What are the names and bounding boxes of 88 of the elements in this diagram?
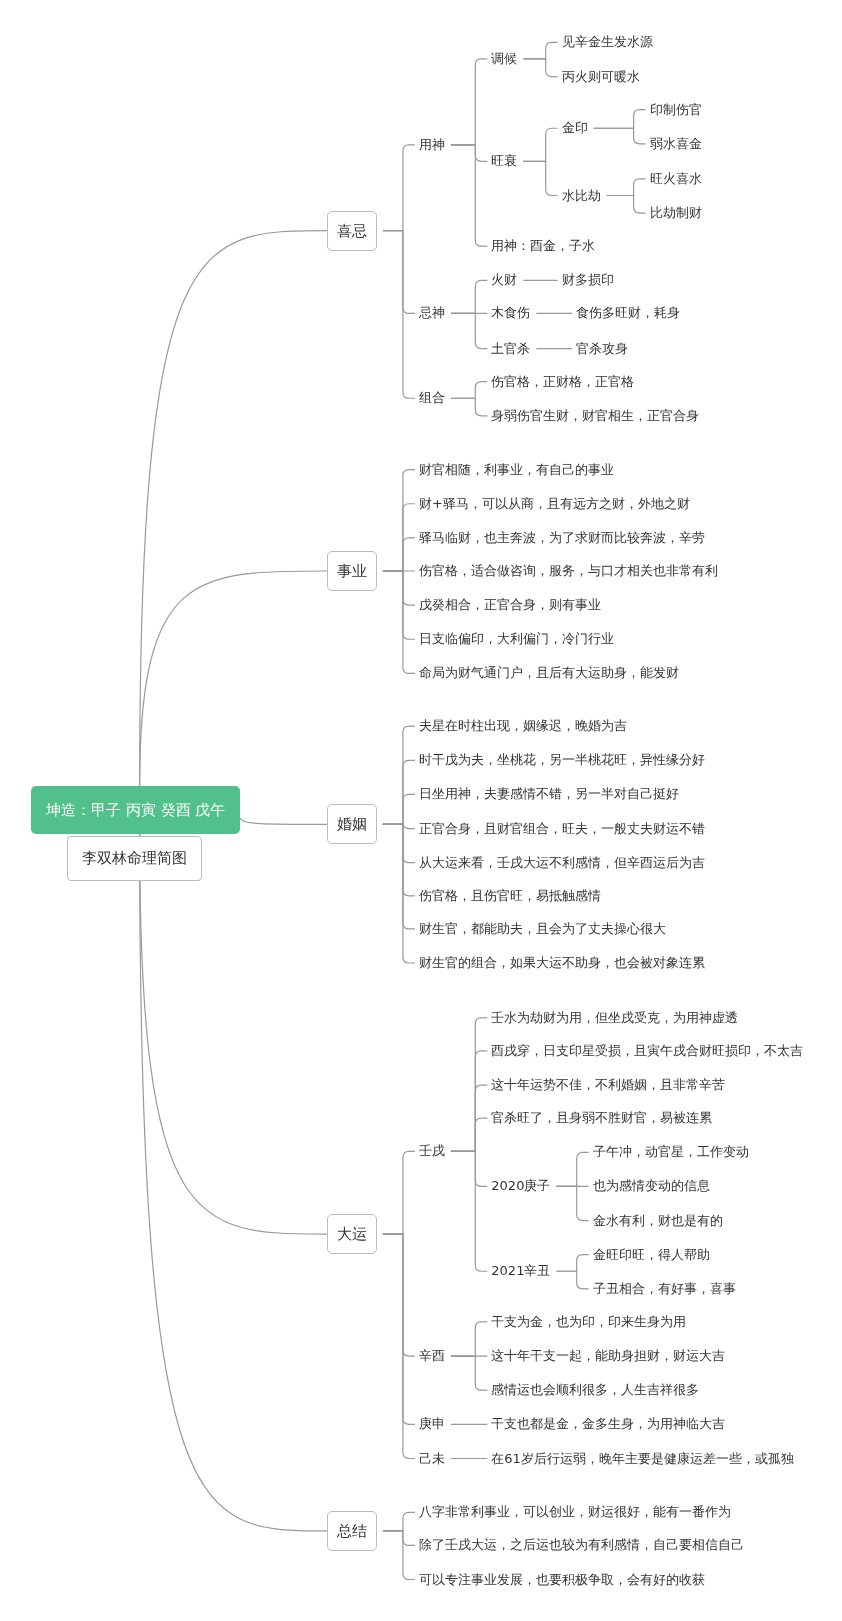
subtopic-text: 2021辛丑 [491, 1262, 551, 1281]
subtopic-text: 正官合身，且财官组合，旺夫，一般丈夫财运不错 [418, 819, 705, 838]
connector-line [522, 58, 559, 78]
subtopic-text: 感情运也会顺利很多，人生吉祥很多 [491, 1381, 700, 1400]
subtopic-text: 日支临偏印，大利偏门，冷门行业 [418, 630, 614, 649]
subtopic-text: 己未 [418, 1449, 445, 1468]
subtopic-text: 子丑相合，有好事，喜事 [592, 1279, 736, 1298]
subtopic-text: 食伤多旺财，耗身 [576, 304, 681, 323]
subtopic-text: 干支为金，也为印，印来生身为用 [491, 1312, 687, 1331]
subtopic-text: 比劫制财 [649, 204, 702, 223]
topic-box: 事业 [326, 551, 377, 591]
subtopic-text: 用神：酉金，子水 [491, 237, 596, 256]
connector-line [606, 194, 647, 214]
subtopic-text: 丙火则可暖水 [561, 67, 640, 86]
topic-box: 大运 [326, 1214, 377, 1255]
subtopic-text: 从大运来看，壬戌大运不利感情，但辛酉运后为吉 [418, 853, 705, 872]
subtopic-text: 子午冲，动官星，工作变动 [592, 1143, 749, 1162]
connector-line [382, 1530, 416, 1581]
subtopic-text: 日坐用神，夫妻感情不错，另一半对自己挺好 [418, 785, 679, 804]
subtopic-text: 2020庚子 [491, 1177, 551, 1196]
subtopic-text: 这十年干支一起，能助身担财，财运大吉 [491, 1347, 726, 1366]
connector-line [522, 279, 559, 281]
subtopic-text: 官杀旺了，且身弱不胜财官，易被连累 [491, 1109, 713, 1128]
subtopic-text: 伤官格，且伤官旺，易抵触感情 [418, 886, 601, 905]
connector-line [139, 833, 328, 1532]
subtopic-text: 见辛金生发水源 [561, 33, 653, 52]
subtopic-text: 干支也都是金，金多生身，为用神临大吉 [491, 1415, 726, 1434]
subtopic-text: 组合 [418, 389, 445, 408]
subtopic-text: 水比劫 [561, 186, 601, 205]
subtopic-text: 庚申 [418, 1415, 445, 1434]
subtopic-text: 旺衰 [491, 152, 518, 171]
title-box: 李双林命理简图 [67, 835, 203, 881]
subtopic-text: 金水有利，财也是有的 [592, 1211, 723, 1230]
subtopic-text: 伤官格，正财格，正官格 [491, 372, 635, 391]
subtopic-text: 辛酉 [418, 1347, 445, 1366]
connector-line [382, 570, 416, 674]
connector-line [450, 144, 488, 247]
connector-line [450, 1355, 488, 1391]
connector-line [555, 1270, 590, 1290]
subtopic-text: 戊癸相合，正官合身，则有事业 [418, 596, 601, 615]
subtopic-text: 财生官，都能助夫，且会为了丈夫操心很大 [418, 919, 666, 938]
connector-line [593, 127, 647, 145]
subtopic-text: 除了壬戌大运，之后运也较为有利感情，自己要相信自己 [418, 1536, 744, 1555]
subtopic-text: 也为感情变动的信息 [592, 1177, 710, 1196]
subtopic-text: 金印 [561, 119, 588, 138]
connector-line [535, 312, 573, 315]
subtopic-text: 壬水为劫财为用，但坐戌受克，为用神虚透 [491, 1008, 739, 1027]
subtopic-text: 木食伤 [491, 304, 531, 323]
subtopic-text: 八字非常利事业，可以创业，财运很好，能有一番作为 [418, 1503, 731, 1522]
connector-line [450, 397, 488, 417]
subtopic-text: 身弱伤官生财，财官相生，正官合身 [491, 406, 700, 425]
subtopic-text: 财多损印 [561, 271, 614, 290]
connector-line [450, 1423, 488, 1425]
subtopic-text: 用神 [418, 135, 445, 154]
connector-line [382, 1233, 416, 1460]
subtopic-text: 忌神 [418, 304, 445, 323]
subtopic-text: 伤官格，适合做咨询，服务，与口才相关也非常有利 [418, 562, 718, 580]
subtopic-text: 驿马临财，也主奔波，为了求财而比较奔波，辛劳 [418, 528, 705, 547]
subtopic-text: 财生官的组合，如果大运不助身，也会被对象连累 [418, 954, 705, 972]
root-topic-box: 坤造：甲子 丙寅 癸酉 戊午 [31, 785, 241, 834]
subtopic-text: 印制伤官 [649, 100, 702, 119]
subtopic-text: 旺火喜水 [649, 169, 702, 188]
subtopic-text: 金旺印旺，得人帮助 [592, 1245, 710, 1264]
connector-line [555, 1185, 590, 1222]
topic-box: 喜忌 [326, 210, 377, 251]
connector-line [450, 312, 488, 350]
topic-box: 总结 [326, 1510, 377, 1551]
subtopic-text: 酉戌穿，日支印星受损，且寅午戌合财旺损印，不太吉 [491, 1041, 804, 1060]
subtopic-text: 这十年运势不佳，不利婚姻，且非常辛苦 [491, 1076, 726, 1095]
subtopic-text: 时干戊为夫，坐桃花，另一半桃花旺，异性缘分好 [418, 751, 705, 770]
subtopic-text: 土官杀 [491, 339, 531, 358]
subtopic-text: 在61岁后行运弱，晚年主要是健康运差一些，或孤独 [491, 1449, 794, 1468]
subtopic-text: 可以专注事业发展，也要积极争取，会有好的收获 [418, 1570, 705, 1589]
subtopic-text: 命局为财气通门户，且后有大运助身，能发财 [418, 664, 679, 683]
subtopic-text: 弱水喜金 [649, 134, 702, 153]
topic-box: 婚姻 [326, 804, 377, 845]
connector-line [239, 817, 328, 825]
subtopic-text: 壬戌 [418, 1142, 445, 1161]
subtopic-text: 官杀攻身 [576, 339, 629, 358]
subtopic-text: 财官相随，利事业，有自己的事业 [418, 460, 614, 479]
connector-line [535, 347, 573, 350]
connector-line [382, 823, 416, 964]
connector-line [450, 1457, 488, 1460]
subtopic-text: 调候 [491, 49, 518, 68]
connector-line [139, 570, 328, 787]
subtopic-text: 火财 [491, 271, 518, 290]
subtopic-text: 夫星在时柱出现，姻缘迟，晚婚为吉 [418, 717, 627, 736]
subtopic-text: 财+驿马，可以从商，且有远方之财，外地之财 [418, 494, 690, 513]
